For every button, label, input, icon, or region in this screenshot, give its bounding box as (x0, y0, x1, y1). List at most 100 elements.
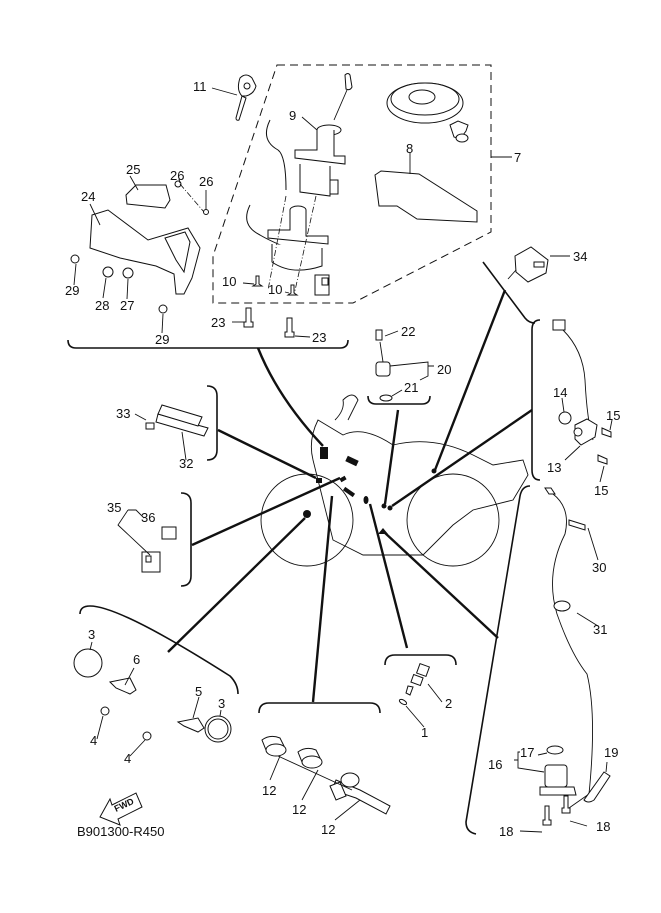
leader-4a (96, 715, 104, 740)
callout-25: 25 (126, 162, 140, 177)
leader-14 (561, 397, 565, 413)
callout-11: 11 (193, 79, 207, 94)
callout-3: 3 (218, 696, 225, 711)
leader-32 (181, 431, 187, 461)
leader-20 (389, 361, 434, 381)
leader-15b (599, 465, 605, 483)
leader-18b (569, 820, 588, 827)
callout-19: 19 (604, 745, 618, 760)
lock-set-boundary (212, 64, 492, 304)
callout-6: 6 (133, 652, 140, 667)
leader-19 (605, 761, 608, 773)
callout-12: 12 (321, 822, 335, 837)
fuel-pump-harness-part (539, 487, 611, 826)
link-connector (191, 476, 341, 547)
callout-35: 35 (107, 500, 121, 515)
marker-connector (339, 475, 347, 483)
leader-26a (178, 178, 181, 184)
link-coil (311, 495, 334, 703)
bracket-13 (531, 319, 541, 481)
callout-29: 29 (65, 283, 79, 298)
leader-6 (124, 667, 135, 686)
bracket-12 (258, 702, 381, 714)
marker-22 (381, 503, 387, 509)
bracket-group (70, 175, 209, 334)
bracket-16 (465, 485, 531, 835)
leader-29b (161, 313, 164, 334)
callout-20: 20 (437, 362, 451, 377)
callout-31: 31 (593, 622, 607, 637)
callout-10: 10 (222, 274, 236, 289)
callout-10: 10 (268, 282, 282, 297)
leader-3a (89, 641, 93, 651)
callout-16: 16 (488, 757, 502, 772)
sensor-2-part (398, 662, 431, 706)
callout-14: 14 (553, 385, 567, 400)
callout-23: 23 (312, 330, 326, 345)
cover-part (374, 170, 478, 223)
callout-8: 8 (406, 141, 413, 156)
sensor-20-part (375, 329, 393, 402)
marker-switch (320, 447, 328, 459)
callout-17: 17 (520, 745, 534, 760)
leader-17 (537, 752, 548, 756)
screw-10a (251, 275, 264, 287)
marker-reflector (303, 510, 311, 518)
bracket-reflectors (79, 605, 239, 695)
marker-coil (342, 486, 356, 498)
callout-27: 27 (120, 298, 134, 313)
callout-18: 18 (596, 819, 610, 834)
leader-28 (102, 277, 107, 299)
callout-9: 9 (289, 108, 296, 123)
leader-27 (126, 278, 129, 300)
relay-34-part (507, 246, 549, 283)
leader-33 (134, 413, 147, 421)
heat-shield-part (125, 184, 171, 209)
ignition-coil-part (261, 735, 391, 815)
leader-5 (192, 696, 200, 719)
lock-set-group (211, 64, 512, 304)
callout-21: 21 (404, 380, 418, 395)
callout-12: 12 (292, 802, 306, 817)
bolt-23a (243, 307, 254, 328)
fwd-arrow-icon: FWD (99, 792, 143, 826)
callout-labels: 1 2 3 3 4 4 5 6 7 8 9 10 10 11 12 12 12 … (65, 79, 620, 839)
horn-32-part (145, 404, 209, 437)
callout-36: 36 (141, 510, 155, 525)
callout-7: 7 (514, 150, 521, 165)
callout-18: 18 (499, 824, 513, 839)
bracket-32 (206, 385, 218, 461)
link-reflector (167, 517, 306, 653)
bracket-20 (367, 395, 431, 405)
callout-29: 29 (155, 332, 169, 347)
leader-16 (514, 751, 545, 773)
leader-13 (564, 445, 581, 461)
leader-24 (89, 203, 101, 226)
pin-part (344, 73, 353, 91)
callout-4: 4 (124, 751, 131, 766)
callout-1: 1 (421, 725, 428, 740)
callout-22: 22 (401, 324, 415, 339)
fuel-cap-part (386, 82, 469, 143)
key-part (235, 74, 257, 121)
reflector-group (73, 648, 232, 743)
callout-15: 15 (606, 408, 620, 423)
link-sensor (368, 503, 409, 649)
sensor-13-part (552, 319, 612, 465)
callout-2: 2 (445, 696, 452, 711)
main-switch-part (246, 119, 346, 296)
leader-9 (301, 116, 318, 131)
bracket-part (89, 209, 201, 295)
bracket-top (67, 339, 349, 349)
leader-12b (301, 769, 319, 801)
marker-13 (387, 505, 393, 511)
callout-26: 26 (170, 168, 184, 183)
callout-24: 24 (81, 189, 95, 204)
bolt-23b (284, 317, 295, 338)
leader-15a (609, 419, 613, 431)
leader-2 (427, 683, 443, 703)
callout-34: 34 (573, 249, 587, 264)
callout-30: 30 (592, 560, 606, 575)
marker-horn (316, 478, 322, 483)
